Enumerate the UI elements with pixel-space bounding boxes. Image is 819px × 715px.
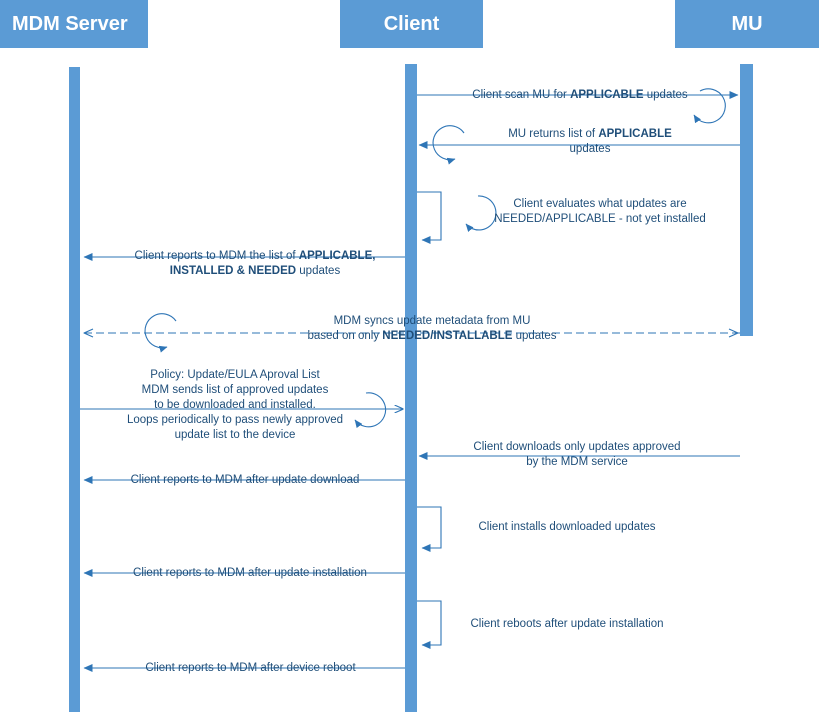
- message-label-m8: Client reports to MDM after update downl…: [130, 474, 360, 486]
- message-label-m9: Client installs downloaded updates: [478, 521, 656, 533]
- message-label-m12: Client reports to MDM after device reboo…: [145, 662, 356, 674]
- actor-header-client[interactable]: Client: [340, 0, 483, 48]
- loop-icon: [432, 125, 465, 165]
- message-label-m10: Client reports to MDM after update insta…: [133, 567, 367, 579]
- actor-header-mdm-server[interactable]: MDM Server: [0, 0, 148, 48]
- message-label-m4: Client reports to MDM the list of APPLIC…: [134, 250, 376, 277]
- lifeline-client: [405, 64, 417, 712]
- loop-icon: [144, 313, 177, 353]
- message-arrow-m9: [417, 506, 442, 552]
- actor-header-mu[interactable]: MU: [675, 0, 819, 48]
- lifeline-mdm-server: [69, 67, 80, 712]
- actor-label-mdm-server: MDM Server: [12, 12, 128, 35]
- message-arrow-m11: [417, 600, 442, 649]
- actor-label-mu: MU: [731, 12, 763, 35]
- actor-label-client: Client: [383, 12, 440, 35]
- lifeline-mu: [740, 64, 753, 336]
- message-label-m1: Client scan MU for APPLICABLE updates: [472, 89, 688, 101]
- message-label-m11: Client reboots after update installation: [470, 618, 664, 630]
